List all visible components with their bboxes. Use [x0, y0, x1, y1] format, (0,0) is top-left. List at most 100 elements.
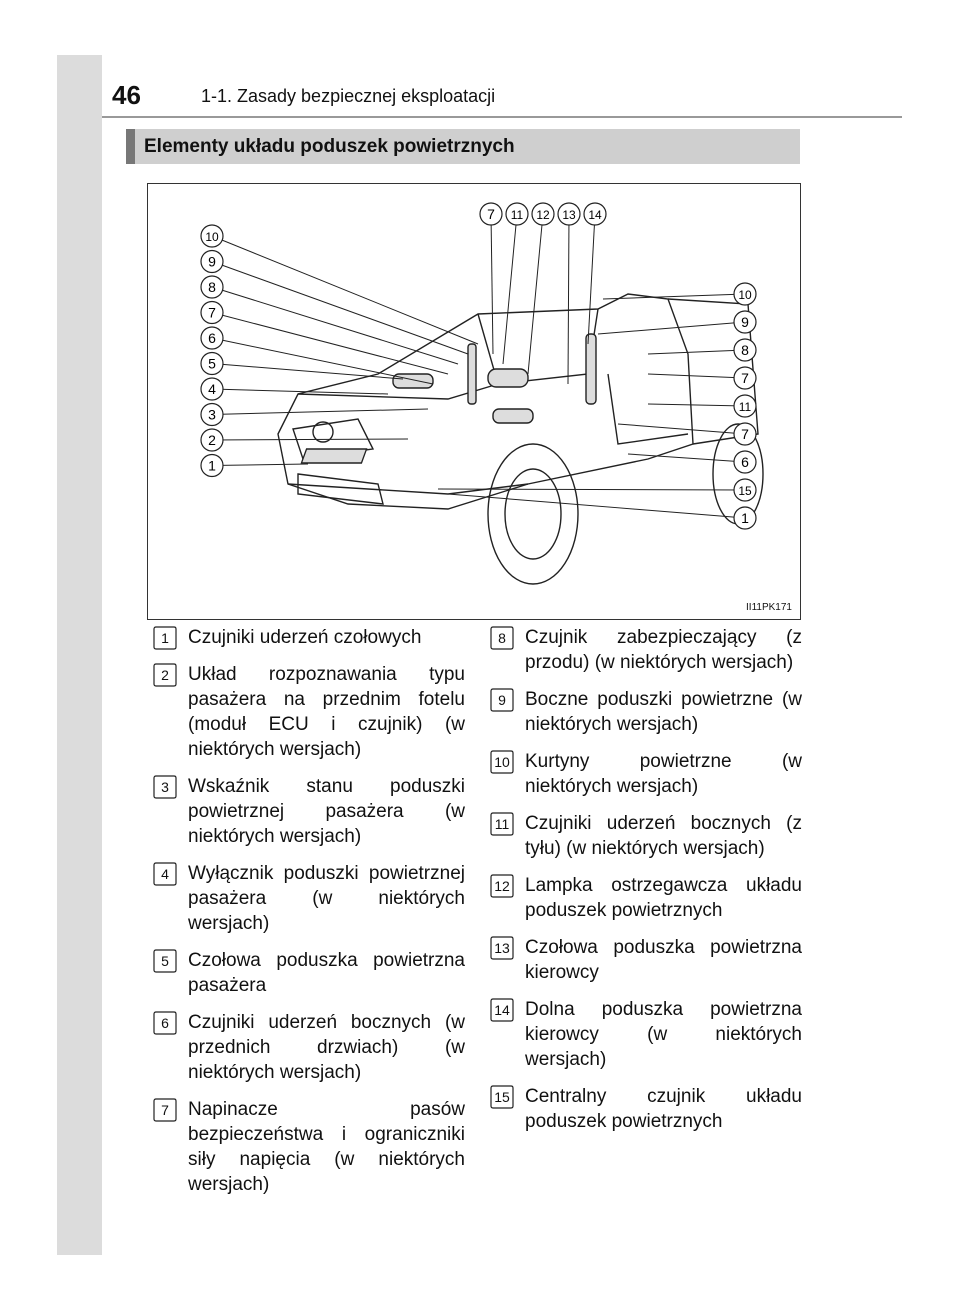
legend-text: Wyłącznik poduszki powietrznej pasażera … — [188, 863, 465, 934]
svg-text:11: 11 — [739, 400, 752, 414]
svg-text:3: 3 — [208, 407, 216, 423]
leader-line — [587, 213, 596, 345]
svg-text:10: 10 — [738, 288, 752, 302]
legend-text: Lampka ostrzegawcza układu poduszek powi… — [525, 875, 802, 921]
callout-right-1: 1 — [733, 506, 757, 530]
callout-left-7: 7 — [200, 300, 224, 325]
legend-text: Dolna poduszka powietrzna kierowcy (w ni… — [525, 999, 802, 1070]
leader-line — [447, 493, 746, 519]
leader-line — [437, 488, 746, 491]
svg-text:15: 15 — [738, 484, 752, 498]
figure-code: II11PK171 — [746, 602, 792, 613]
svg-text:4: 4 — [208, 381, 216, 397]
legend-item: 2 Układ rozpoznawania typu pasażera na pr… — [153, 662, 465, 762]
legend-text: Centralny czujnik układu poduszek powiet… — [525, 1086, 802, 1132]
number-badge: 11 — [490, 812, 514, 836]
svg-text:9: 9 — [741, 314, 749, 330]
callout-right-9: 9 — [733, 310, 757, 334]
svg-text:6: 6 — [208, 330, 216, 346]
leader-line — [211, 312, 449, 375]
callout-left-6: 6 — [200, 326, 224, 350]
svg-text:14: 14 — [588, 208, 602, 222]
section-title: Elementy układu poduszek powietrznych — [144, 136, 515, 157]
leader-line — [490, 213, 494, 355]
legend-text: Kurtyny powietrzne (w niektórych wersjac… — [525, 751, 802, 797]
leader-line — [647, 373, 746, 379]
svg-text:8: 8 — [208, 279, 216, 295]
chapter-title: 1-1. Zasady bezpiecznej eksploatacji — [201, 86, 496, 106]
leader-line — [211, 388, 389, 395]
svg-text:13: 13 — [562, 208, 576, 222]
leader-line — [597, 321, 746, 335]
callout-left-5: 5 — [200, 351, 224, 376]
svg-text:7: 7 — [741, 370, 749, 386]
legend-item: 15 Centralny czujnik układu poduszek powi… — [490, 1084, 802, 1134]
number-badge: 3 — [153, 775, 177, 799]
number-badge: 5 — [153, 949, 177, 973]
header-divider — [102, 116, 902, 118]
callout-left-4: 4 — [200, 377, 224, 401]
legend-item: 10 Kurtyny powietrzne (w niektórych wersj… — [490, 749, 802, 799]
callout-right-8: 8 — [733, 338, 757, 362]
svg-text:1: 1 — [741, 510, 749, 526]
number-badge: 8 — [490, 626, 514, 650]
svg-text:8: 8 — [741, 342, 749, 358]
svg-text:1: 1 — [208, 458, 216, 474]
legend-text: Napinacze pasów bezpieczeństwa i ogranic… — [188, 1099, 465, 1195]
side-margin-bar — [57, 55, 102, 1255]
callout-right-7: 7 — [733, 422, 757, 446]
legend-text: Boczne poduszki powietrzne (w niektórych… — [525, 689, 802, 735]
leader-line — [617, 423, 746, 435]
callout-right-10: 10 — [733, 282, 757, 306]
legend-text: Czołowa poduszka powietrzna pasażera — [188, 950, 465, 996]
number-badge: 4 — [153, 862, 177, 886]
number-badge: 2 — [153, 663, 177, 687]
legend-item: 3 Wskaźnik stanu poduszki powietrznej pas… — [153, 774, 465, 849]
number-badge: 15 — [490, 1085, 514, 1109]
leader-line — [211, 363, 404, 380]
number-badge: 1 — [153, 626, 177, 650]
svg-text:12: 12 — [536, 208, 550, 222]
legend-text: Układ rozpoznawania typu pasażera na prz… — [188, 664, 465, 760]
number-badge: 6 — [153, 1011, 177, 1035]
callout-left-9: 9 — [200, 249, 224, 274]
leader-line — [567, 213, 570, 385]
leader-line — [211, 463, 309, 466]
number-badge: 13 — [490, 936, 514, 960]
legend-text: Wskaźnik stanu poduszki powietrznej pasa… — [188, 776, 465, 847]
callout-left-1: 1 — [200, 453, 224, 478]
legend-item: 9 Boczne poduszki powietrzne (w niektóryc… — [490, 687, 802, 737]
number-badge: 9 — [490, 688, 514, 712]
callout-top-12: 12 — [531, 202, 555, 226]
svg-text:5: 5 — [208, 356, 216, 372]
leader-line — [211, 408, 429, 415]
leader-line — [647, 403, 746, 407]
legend-item: 7 Napinacze pasów bezpieczeństwa i ograni… — [153, 1097, 465, 1197]
number-badge: 7 — [153, 1098, 177, 1122]
callout-right-6: 6 — [733, 450, 757, 474]
legend-text: Czujniki uderzeń bocznych (z tyłu) (w ni… — [525, 813, 802, 859]
callout-left-3: 3 — [200, 402, 224, 427]
leader-line — [211, 438, 409, 441]
callout-top-7: 7 — [479, 202, 503, 226]
legend-text: Czujniki uderzeń bocznych (w przednich d… — [188, 1012, 465, 1083]
legend-item: 5 Czołowa poduszka powietrzna pasażera — [153, 948, 465, 998]
section-header-bar — [126, 129, 800, 164]
leader-line — [211, 286, 459, 365]
page-number: 46 — [112, 80, 141, 110]
leader-line — [211, 235, 479, 345]
callout-right-7: 7 — [733, 366, 757, 390]
number-badge: 12 — [490, 874, 514, 898]
leader-line — [627, 453, 746, 463]
number-badge: 10 — [490, 750, 514, 774]
leader-line — [211, 261, 469, 355]
svg-text:7: 7 — [487, 206, 495, 222]
number-badge: 14 — [490, 998, 514, 1022]
callout-top-13: 13 — [557, 202, 581, 226]
legend-text: Czołowa poduszka powietrzna kierowcy — [525, 937, 802, 983]
